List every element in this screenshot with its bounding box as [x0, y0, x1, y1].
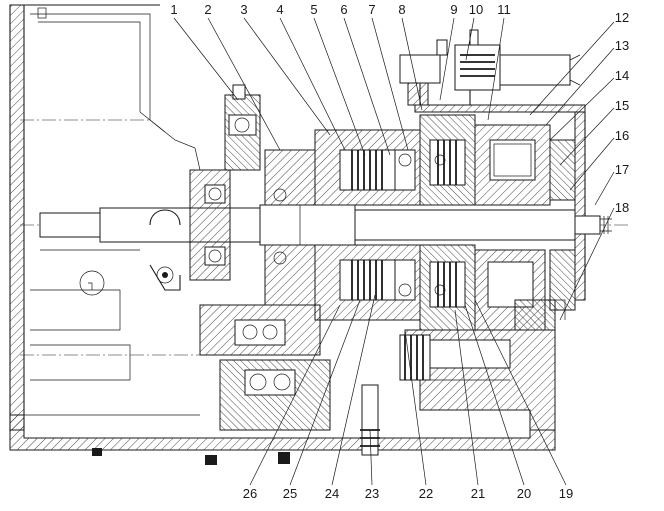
callout-3: 3: [240, 2, 247, 17]
input-assembly: [149, 84, 316, 306]
callout-17: 17: [615, 162, 629, 177]
callout-23: 23: [365, 486, 379, 501]
callout-21: 21: [471, 486, 485, 501]
callout-14: 14: [615, 68, 629, 83]
callout-5: 5: [310, 2, 317, 17]
callout-15: 15: [615, 98, 629, 113]
callout-18: 18: [615, 200, 629, 215]
callout-7: 7: [368, 2, 375, 17]
callouts-top: 1 2 3 4 5 6 7 8 9 10 11: [170, 2, 510, 17]
callout-26: 26: [243, 486, 257, 501]
callout-19: 19: [559, 486, 573, 501]
clutch-packs: [314, 114, 476, 331]
callout-1: 1: [170, 2, 177, 17]
leader-lines: [173, 17, 615, 486]
callout-2: 2: [204, 2, 211, 17]
callout-6: 6: [340, 2, 347, 17]
callout-12: 12: [615, 10, 629, 25]
callout-4: 4: [276, 2, 283, 17]
callout-16: 16: [615, 128, 629, 143]
output-assembly: [474, 124, 576, 331]
callout-9: 9: [450, 2, 457, 17]
callout-13: 13: [615, 38, 629, 53]
callouts-right: 12 13 14 15 16 17 18: [615, 10, 629, 215]
callout-11: 11: [497, 2, 511, 17]
countershaft: [92, 304, 511, 465]
callout-20: 20: [517, 486, 531, 501]
main-shaft: [20, 119, 630, 356]
callout-25: 25: [283, 486, 297, 501]
callout-24: 24: [325, 486, 339, 501]
control-valve: [399, 29, 581, 106]
callouts-bottom: 26 25 24 23 22 21 20 19: [243, 486, 573, 501]
callout-22: 22: [419, 486, 433, 501]
callout-10: 10: [469, 2, 483, 17]
callout-8: 8: [398, 2, 405, 17]
